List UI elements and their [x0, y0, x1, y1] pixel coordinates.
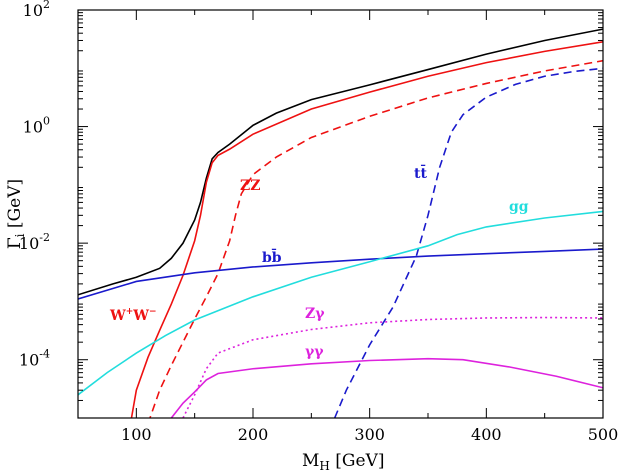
series-line-3 — [78, 248, 603, 300]
label-gg: gg — [509, 199, 529, 215]
y-tick-label: 10-4 — [19, 348, 50, 370]
series-line-2 — [149, 59, 603, 418]
label-zz: ZZ — [240, 178, 260, 194]
svg-text:MH [GeV]: MH [GeV] — [302, 451, 384, 473]
y-tick-label: 102 — [23, 0, 50, 20]
label-ww: W+W− — [109, 307, 157, 324]
series-labels: W+W− ZZ bb̄ tt̄ gg Zγ γγ — [109, 163, 529, 360]
series-line-7 — [170, 357, 603, 418]
series-layer — [78, 28, 603, 418]
label-tt: tt̄ — [414, 163, 427, 182]
series-line-0 — [78, 28, 603, 296]
y-tick-label: 100 — [23, 115, 50, 137]
x-axis-ticks: 100 200 300 400 500 — [77, 10, 618, 444]
svg-text:Γi [GeV]: Γi [GeV] — [5, 179, 27, 249]
series-line-6 — [182, 316, 603, 418]
x-axis-label: MH [GeV] — [302, 451, 384, 473]
y-axis-label: Γi [GeV] — [5, 179, 27, 249]
series-line-4 — [333, 67, 603, 418]
x-tick-label: 100 — [121, 425, 152, 444]
label-bb: bb̄ — [262, 247, 282, 266]
label-zgamma: Zγ — [305, 306, 325, 322]
x-tick-label: 300 — [354, 425, 385, 444]
series-line-5 — [78, 210, 603, 396]
plot-frame — [77, 9, 604, 419]
series-line-1 — [130, 40, 603, 418]
label-gammagamma: γγ — [305, 344, 324, 360]
x-tick-label: 200 — [238, 425, 269, 444]
x-tick-label: 500 — [588, 425, 618, 444]
x-tick-label: 400 — [471, 425, 502, 444]
